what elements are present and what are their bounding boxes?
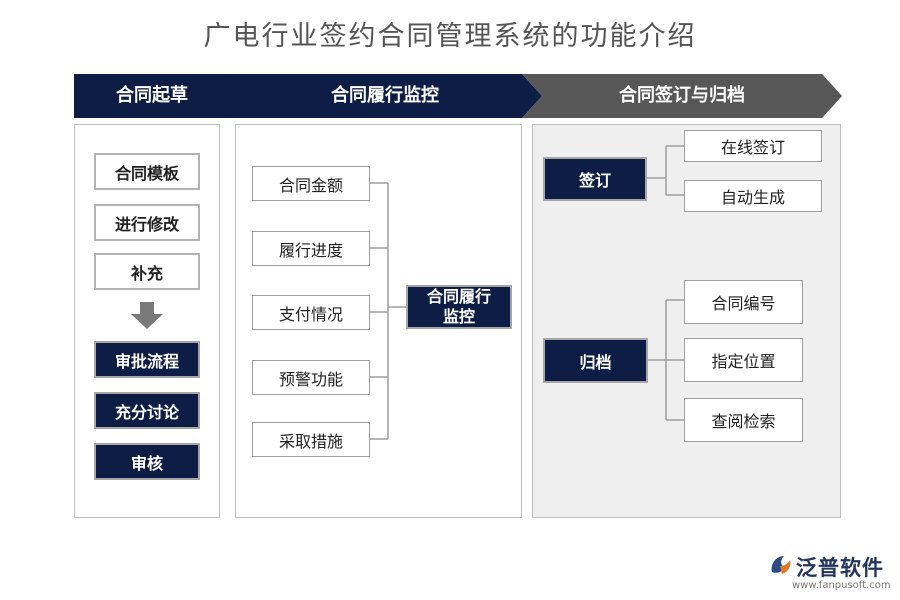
monitor-center-line1: 合同履行 (426, 287, 491, 306)
monitor-center-node: 合同履行 监控 (406, 285, 512, 329)
archive-child-location: 指定位置 (684, 338, 803, 382)
header-monitor: 合同履行监控 (228, 74, 542, 118)
header-monitor-label: 合同履行监控 (331, 85, 439, 106)
monitor-item-amount: 合同金额 (252, 166, 370, 201)
monitor-center-line2: 监控 (442, 307, 475, 326)
draft-item-approval-flow: 审批流程 (94, 341, 200, 378)
draft-item-supplement: 补充 (94, 253, 200, 290)
draft-item-review: 审核 (94, 443, 200, 480)
archive-child-search: 查阅检索 (684, 398, 803, 442)
brand-url: www.fanpusoft.com (792, 580, 891, 591)
header-draft-label: 合同起草 (116, 85, 188, 106)
header-sign-archive-label: 合同签订与归档 (619, 85, 745, 106)
brand-logo: 泛普软件 www.fanpusoft.com (768, 550, 893, 594)
sign-child-auto: 自动生成 (684, 180, 822, 212)
down-arrow-icon (131, 302, 163, 329)
fanpu-logo-icon (771, 556, 791, 574)
draft-item-modify: 进行修改 (94, 204, 200, 241)
monitor-item-progress: 履行进度 (252, 231, 370, 266)
page-title: 广电行业签约合同管理系统的功能介绍 (203, 21, 697, 52)
header-sign-archive: 合同签订与归档 (522, 74, 842, 118)
sign-node: 签订 (543, 157, 647, 201)
sign-child-online: 在线签订 (684, 130, 822, 162)
draft-item-discussion: 充分讨论 (94, 392, 200, 429)
monitor-item-warning: 预警功能 (252, 360, 370, 395)
header-draft: 合同起草 (74, 74, 250, 118)
archive-child-number: 合同编号 (684, 280, 803, 324)
monitor-item-measures: 采取措施 (252, 422, 370, 457)
monitor-item-payment: 支付情况 (252, 295, 370, 330)
draft-item-template: 合同模板 (94, 153, 200, 190)
brand-name: 泛普软件 (796, 556, 884, 580)
archive-node: 归档 (543, 338, 648, 383)
